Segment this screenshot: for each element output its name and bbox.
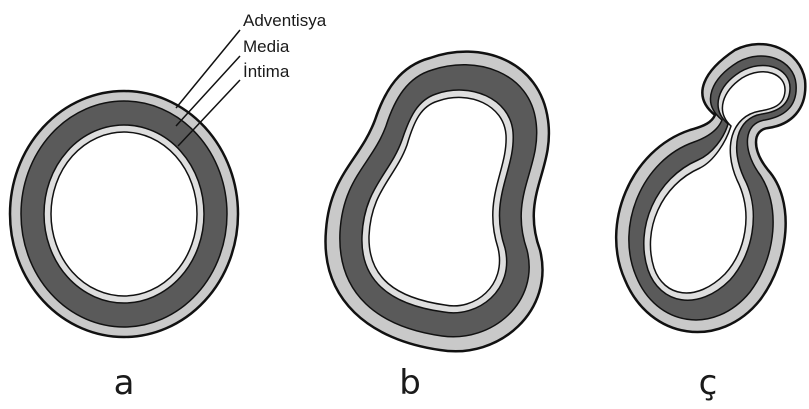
intima-label: İntima — [243, 62, 290, 81]
adventitia-label: Adventisya — [243, 11, 327, 30]
vessel-c — [616, 44, 805, 332]
media-label: Media — [243, 37, 290, 56]
vessel-b — [326, 52, 549, 352]
vessel-a-lumen — [51, 132, 197, 296]
vessel-a — [10, 91, 238, 337]
panel-label-a: a — [114, 363, 135, 403]
panel-label-c: ç — [699, 363, 718, 403]
adventitia-leader-line — [176, 30, 240, 108]
panel-label-b: b — [399, 363, 421, 403]
